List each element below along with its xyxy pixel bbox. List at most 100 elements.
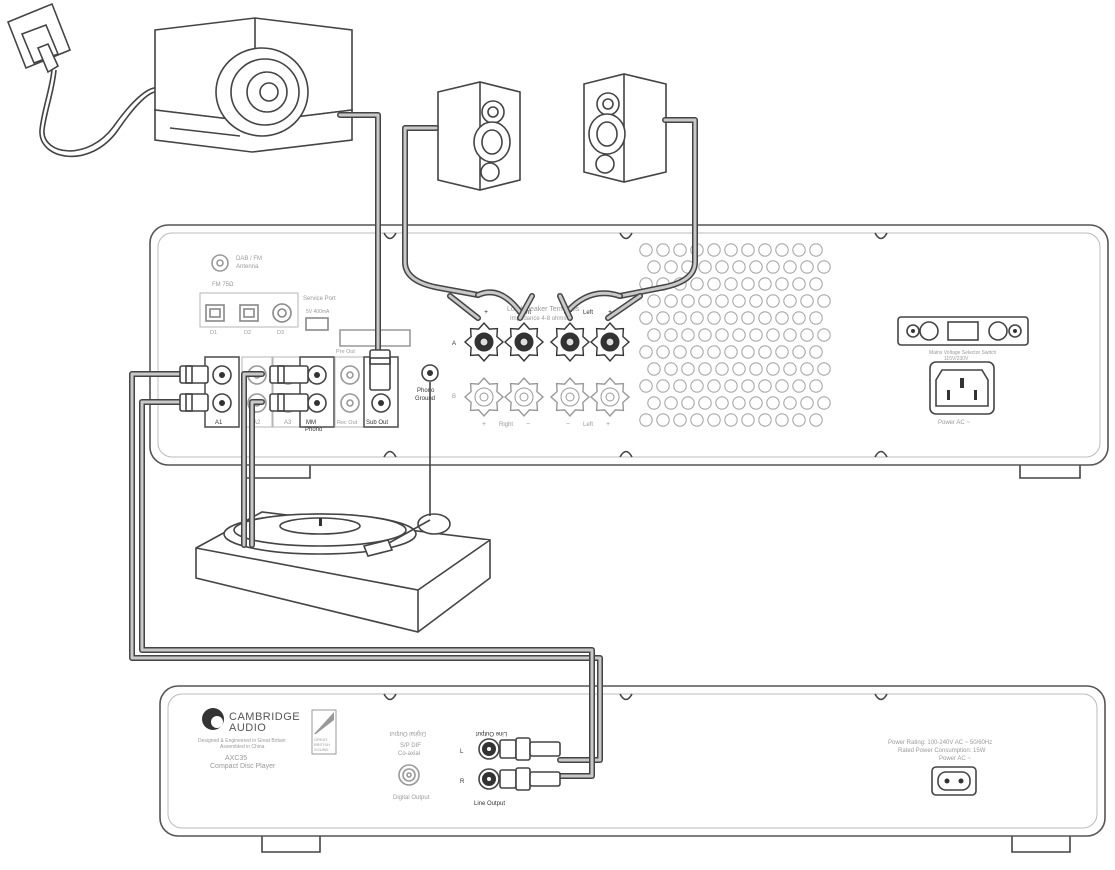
vent-hole — [741, 413, 755, 427]
vent-hole — [724, 311, 738, 325]
vent-hole — [698, 362, 712, 376]
vent-hole — [800, 396, 814, 410]
speaker-a-left-plus: + — [608, 309, 612, 316]
vent-hole — [673, 379, 687, 393]
vent-hole — [664, 294, 678, 308]
speaker-b-left-minus: − — [566, 421, 570, 428]
vent-hole — [724, 379, 738, 393]
cd-tagline-2: Assembled in China — [220, 744, 265, 750]
vent-hole — [656, 311, 670, 325]
vent-hole — [758, 311, 772, 325]
vent-hole — [766, 396, 780, 410]
vent-hole — [647, 396, 661, 410]
rec-out-label: Rec Out — [337, 420, 358, 426]
speaker-binding-post — [503, 321, 545, 363]
digital-inputs — [199, 292, 299, 328]
vent-hole — [639, 311, 653, 325]
vent-hole — [766, 294, 780, 308]
vent-hole — [758, 379, 772, 393]
speaker-terminals-impedance: Impedance 4-8 ohms — [510, 316, 566, 322]
vent-hole — [741, 345, 755, 359]
vent-hole — [715, 362, 729, 376]
vent-hole — [749, 396, 763, 410]
rca-plugs — [179, 349, 561, 791]
speaker-terminals — [463, 321, 631, 418]
vent-hole — [664, 362, 678, 376]
usb-port-icon — [305, 317, 329, 331]
vent-hole — [698, 294, 712, 308]
vent-hole — [724, 277, 738, 291]
vent-hole — [817, 362, 831, 376]
vent-hole — [707, 379, 721, 393]
vent-hole — [673, 413, 687, 427]
brand-logo — [202, 708, 224, 730]
speaker-binding-post — [589, 321, 631, 363]
cd-model: AXC35 — [225, 755, 247, 762]
vent-hole — [775, 413, 789, 427]
cd-digital-output-label: Digital Output — [393, 795, 430, 801]
vent-hole — [783, 328, 797, 342]
vent-hole — [775, 277, 789, 291]
vent-hole — [664, 328, 678, 342]
speaker-left — [437, 81, 521, 191]
sub-out-label: Sub Out — [366, 420, 388, 426]
vent-hole — [681, 362, 695, 376]
vent-hole — [792, 379, 806, 393]
line-output-sockets — [478, 738, 500, 790]
channel-left-label: L — [460, 749, 464, 755]
great-british-sound-badge — [311, 709, 337, 755]
digital-input-d1: D1 — [210, 330, 217, 336]
vent-hole — [647, 328, 661, 342]
input-a1-label: A1 — [215, 420, 223, 426]
vent-hole — [664, 396, 678, 410]
brand-line-1: CAMBRIDGE — [229, 711, 300, 723]
vent-hole — [673, 243, 687, 257]
vent-hole — [681, 396, 695, 410]
channel-right-label: R — [460, 779, 465, 785]
speaker-a-right-plus: + — [484, 309, 488, 316]
vent-hole — [724, 413, 738, 427]
vent-hole — [741, 379, 755, 393]
vent-hole — [792, 311, 806, 325]
vent-hole — [792, 277, 806, 291]
phono-label-1: MM — [306, 420, 316, 426]
vent-hole — [792, 413, 806, 427]
vent-hole — [707, 243, 721, 257]
vent-hole — [817, 328, 831, 342]
spdif-label-1: S/P DIF — [400, 743, 421, 749]
vent-hole — [783, 362, 797, 376]
cd-power-rating: Power Rating: 100-240V AC ~ 50/60Hz — [888, 740, 992, 746]
vent-hole — [800, 328, 814, 342]
vent-hole — [800, 294, 814, 308]
vent-hole — [715, 294, 729, 308]
cd-power-consumption: Rated Power Consumption: 15W — [898, 748, 986, 754]
vent-hole — [792, 345, 806, 359]
vent-hole — [698, 260, 712, 274]
vent-hole — [647, 260, 661, 274]
vent-hole — [639, 413, 653, 427]
phono-label-2: Phono — [305, 427, 323, 433]
speaker-binding-post — [589, 376, 631, 418]
vent-hole — [809, 243, 823, 257]
speaker-right — [583, 73, 667, 183]
vent-hole — [647, 362, 661, 376]
fm-label: FM 75Ω — [212, 282, 234, 288]
antenna-label-1: DAB / FM — [236, 256, 262, 262]
vent-hole — [749, 294, 763, 308]
vent-hole — [758, 277, 772, 291]
vent-hole — [664, 260, 678, 274]
service-port-spec: 5V 400mA — [306, 309, 330, 315]
vent-hole — [639, 243, 653, 257]
ground-label-1: Phono — [417, 388, 435, 394]
speaker-binding-post — [549, 321, 591, 363]
vent-hole — [792, 243, 806, 257]
voltage-selector — [897, 316, 1029, 346]
vent-hole — [817, 294, 831, 308]
cd-product-name: Compact Disc Player — [210, 763, 276, 770]
vent-hole — [741, 311, 755, 325]
digital-output-mirrored-label: Digital Output — [389, 730, 426, 736]
vent-hole — [741, 243, 755, 257]
vent-hole — [809, 413, 823, 427]
vent-hole — [749, 260, 763, 274]
